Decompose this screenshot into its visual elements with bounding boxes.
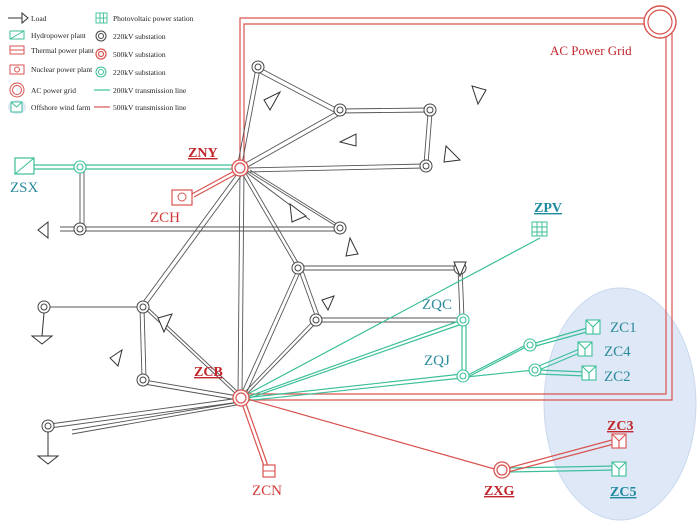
legend-label-pv: Photovoltaic power station — [113, 14, 194, 23]
wind-farm-icons — [577, 319, 627, 477]
legend-label-500kv-line: 500kV transmission line — [113, 103, 187, 112]
hydropower-icon — [14, 157, 35, 175]
substation-zny — [231, 159, 249, 177]
legend-label-500kv: 500kV substation — [113, 50, 166, 59]
legend-220kv-gray-icon — [95, 30, 107, 42]
legend-thermal-icon — [9, 45, 25, 55]
zch-label: ZCH — [150, 210, 180, 226]
gray-lines — [44, 67, 465, 435]
thermal-plant-icon — [262, 464, 276, 478]
legend-label-thermal: Thermal power plant — [31, 46, 95, 55]
legend-wind-icon — [8, 100, 26, 114]
legend-label-load: Load — [31, 14, 47, 23]
legend-label-200kv-line: 200kV transmission line — [113, 86, 187, 95]
zny-label: ZNY — [188, 146, 218, 161]
legend-ac-grid-icon — [9, 82, 25, 98]
photovoltaic-icon — [531, 221, 548, 237]
substation-zcb — [232, 389, 250, 407]
legend-label-nuclear: Nuclear power plant — [31, 65, 93, 74]
zc3-label: ZC3 — [607, 419, 633, 434]
zxg-label: ZXG — [484, 484, 514, 499]
legend-label-220kv-teal: 220kV substation — [113, 68, 166, 77]
nuclear-plant-icon — [171, 189, 193, 206]
zcn-label: ZCN — [252, 483, 282, 499]
zc1-label: ZC1 — [610, 320, 637, 336]
legend-load-icon — [8, 11, 29, 25]
legend-label-wind: Offshore wind farm — [31, 103, 91, 112]
teal-substations — [73, 160, 542, 383]
legend-label-ac-grid: AC power grid — [31, 86, 76, 95]
load-icons — [30, 85, 487, 465]
zqc-label: ZQC — [422, 297, 452, 313]
ac-grid-node — [643, 5, 677, 39]
zpv-label: ZPV — [534, 201, 562, 216]
wind-farm-zc3 — [611, 433, 627, 449]
teal-lines — [34, 164, 617, 473]
legend: Load Hydropower plant Thermal power plan… — [8, 11, 194, 114]
substation-zxg — [493, 461, 511, 479]
zqj-label: ZQJ — [424, 353, 450, 369]
ac-grid-loop — [239, 17, 673, 401]
zcb-label: ZCB — [194, 365, 223, 380]
zc4-label: ZC4 — [604, 344, 631, 360]
zc5-label: ZC5 — [610, 485, 636, 500]
ac-grid-label: AC Power Grid — [550, 43, 632, 58]
gray-substations — [37, 60, 467, 433]
legend-500kv-icon — [95, 48, 107, 60]
legend-hydro-icon — [9, 30, 25, 40]
legend-pv-icon — [95, 12, 108, 24]
legend-nuclear-icon — [9, 64, 25, 75]
zsx-label: ZSX — [10, 180, 39, 196]
zc2-label: ZC2 — [604, 369, 631, 385]
legend-label-220kv-gray: 220kV substation — [113, 32, 166, 41]
legend-label-hydro: Hydropower plant — [31, 31, 87, 40]
legend-220kv-teal-icon — [95, 66, 107, 78]
load-stems — [41, 312, 49, 456]
red-lines — [189, 169, 615, 473]
